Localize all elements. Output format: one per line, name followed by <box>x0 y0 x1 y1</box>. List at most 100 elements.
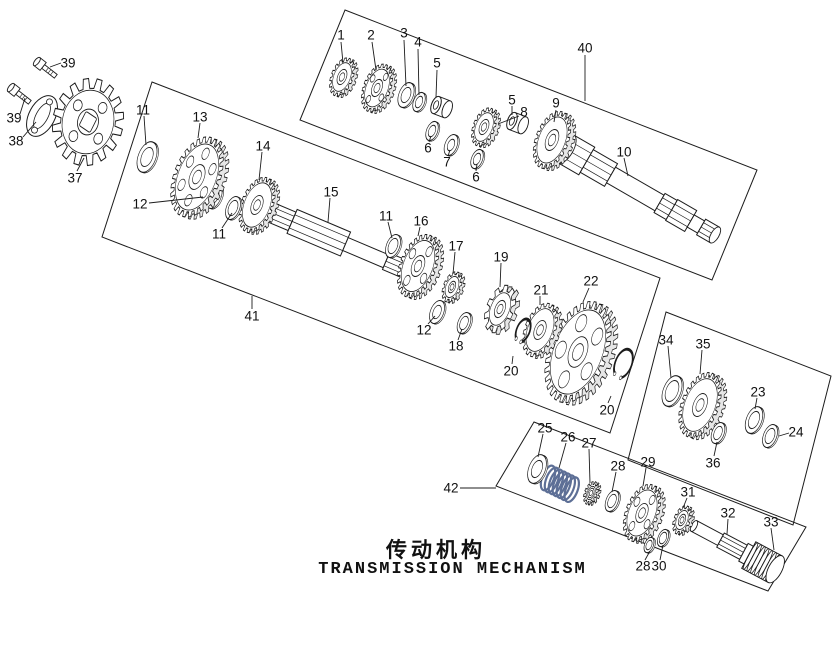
part-label-7: 7 <box>443 155 451 170</box>
part-label-24: 24 <box>788 425 804 440</box>
part-18 <box>456 311 473 335</box>
parts-layer <box>6 56 785 584</box>
part-30 <box>657 528 671 548</box>
part-6 <box>470 148 486 170</box>
part-29 <box>622 483 666 544</box>
part-label-14: 14 <box>255 139 271 154</box>
part-label-38: 38 <box>8 134 23 149</box>
part-10 <box>555 134 722 244</box>
part-label-33: 33 <box>763 515 778 530</box>
part-label-6: 6 <box>472 170 480 185</box>
part-20 <box>613 347 634 381</box>
part-25 <box>527 454 549 485</box>
part-label-26: 26 <box>560 430 575 445</box>
part-label-17: 17 <box>448 239 463 254</box>
part-label-11: 11 <box>212 227 226 242</box>
part-1 <box>329 57 359 98</box>
part-label-32: 32 <box>720 506 735 521</box>
part-21 <box>522 302 563 360</box>
part-label-37: 37 <box>67 171 82 186</box>
part-label-5: 5 <box>433 56 441 71</box>
part-23 <box>744 406 765 435</box>
part-label-11: 11 <box>379 209 393 224</box>
part-label-10: 10 <box>616 145 631 160</box>
group-box-0 <box>299 9 758 281</box>
part-24 <box>762 424 780 449</box>
part-39 <box>32 56 58 79</box>
part-9 <box>532 110 577 172</box>
part-label-42: 42 <box>443 481 458 496</box>
part-28 <box>643 536 656 554</box>
part-22 <box>544 300 619 406</box>
part-label-11: 11 <box>136 103 150 118</box>
part-16 <box>397 233 445 300</box>
group-box-3 <box>495 421 807 592</box>
part-label-20: 20 <box>503 364 518 379</box>
part-34 <box>661 375 684 408</box>
part-label-21: 21 <box>533 283 548 298</box>
part-5 <box>430 95 453 119</box>
part-label-9: 9 <box>552 96 560 111</box>
part-label-12: 12 <box>416 323 431 338</box>
part-label-23: 23 <box>750 385 765 400</box>
part-label-19: 19 <box>493 250 508 265</box>
part-label-18: 18 <box>448 339 463 354</box>
part-28 <box>604 489 621 513</box>
part-13 <box>170 136 230 220</box>
part-17 <box>441 271 466 304</box>
part-label-12: 12 <box>132 197 147 212</box>
part-label-41: 41 <box>244 309 259 324</box>
part-label-29: 29 <box>640 455 655 470</box>
part-4 <box>412 91 428 113</box>
part-11 <box>385 234 403 259</box>
leader-lines <box>19 39 790 561</box>
part-2 <box>361 63 398 114</box>
part-label-35: 35 <box>695 337 710 352</box>
part-label-22: 22 <box>583 274 598 289</box>
part-label-1: 1 <box>337 28 345 43</box>
part-label-20: 20 <box>599 403 614 418</box>
part-19 <box>483 284 521 335</box>
part-6 <box>425 120 441 142</box>
part-7 <box>443 133 460 157</box>
part-label-39: 39 <box>60 56 75 71</box>
part-39 <box>6 82 32 105</box>
title-chinese: 传动机构 <box>386 538 486 562</box>
part-35 <box>678 372 728 441</box>
part-label-28: 28 <box>610 459 625 474</box>
part-label-4: 4 <box>414 35 422 50</box>
part-label-2: 2 <box>367 28 375 43</box>
part-label-30: 30 <box>651 559 666 574</box>
part-label-6: 6 <box>424 141 432 156</box>
part-5 <box>506 111 529 135</box>
part-32 <box>689 520 785 584</box>
part-label-31: 31 <box>680 485 695 500</box>
part-label-39: 39 <box>6 111 21 126</box>
part-label-34: 34 <box>658 333 674 348</box>
part-label-25: 25 <box>537 421 552 436</box>
part-label-5: 5 <box>508 93 516 108</box>
part-label-16: 16 <box>413 214 428 229</box>
group-box-2 <box>627 311 832 526</box>
part-31 <box>672 505 695 536</box>
part-37 <box>51 77 125 167</box>
part-label-28: 28 <box>635 559 650 574</box>
title-english: TRANSMISSION MECHANISM <box>318 560 587 579</box>
part-label-27: 27 <box>581 436 596 451</box>
part-38 <box>26 95 58 137</box>
part-14 <box>238 176 281 235</box>
part-label-3: 3 <box>400 26 408 41</box>
part-label-15: 15 <box>323 185 338 200</box>
part-36 <box>710 421 727 445</box>
part-11 <box>136 141 159 174</box>
part-label-36: 36 <box>705 456 720 471</box>
group-box-1 <box>101 81 661 434</box>
part-27 <box>583 480 602 506</box>
part-3 <box>397 82 416 109</box>
part-label-40: 40 <box>577 41 592 56</box>
part-label-13: 13 <box>192 110 207 125</box>
part-20 <box>514 317 532 345</box>
